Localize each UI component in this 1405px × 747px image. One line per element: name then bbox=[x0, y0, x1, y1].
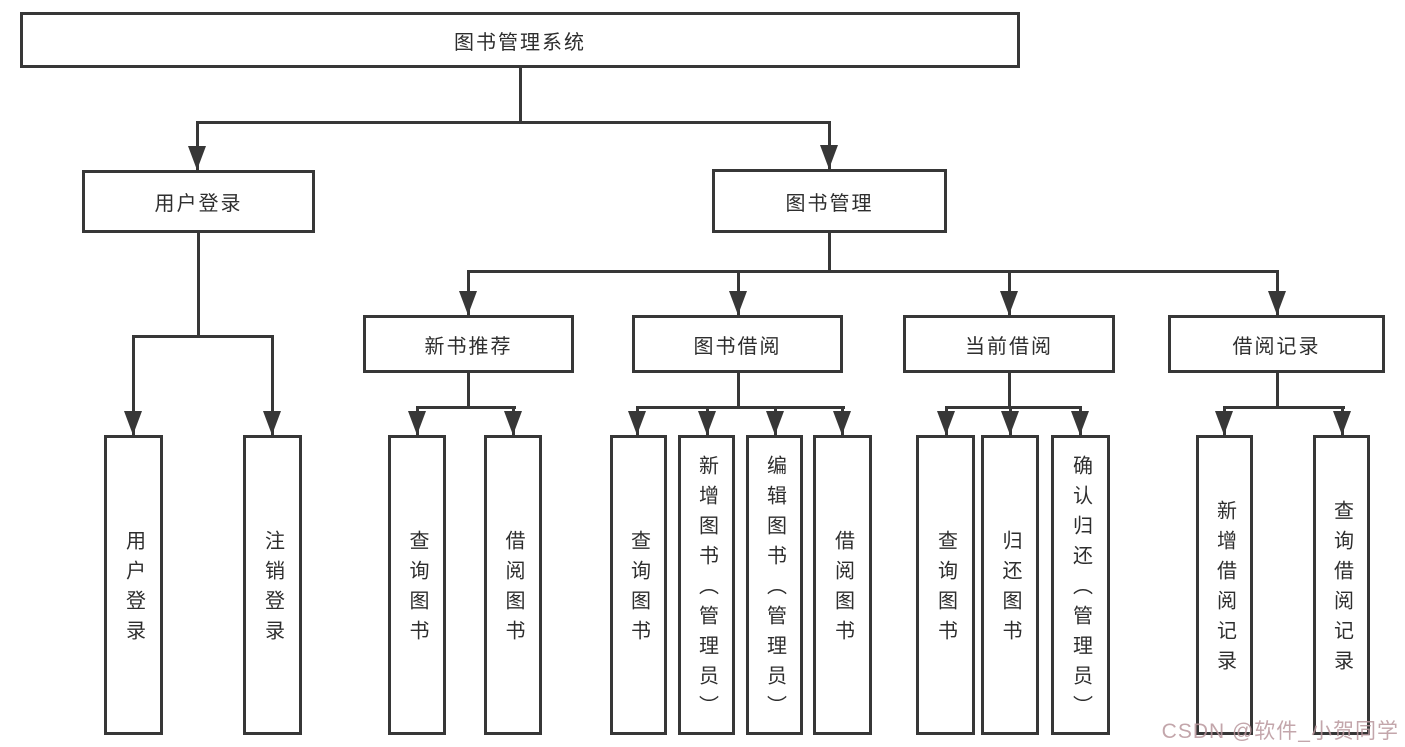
leaf-add-books-admin-label: 新增图书（管理员） bbox=[695, 455, 718, 725]
node-user-login-label: 用户登录 bbox=[154, 193, 243, 215]
arrowhead-down-icon bbox=[1268, 291, 1286, 315]
connector-recommend-stem bbox=[467, 373, 470, 409]
leaf-borrow-books-recommend: 借阅图书 bbox=[484, 435, 542, 735]
connector-borrowing-stem bbox=[737, 373, 740, 409]
arrowhead-down-icon bbox=[1000, 291, 1018, 315]
leaf-logout: 注销登录 bbox=[243, 435, 302, 735]
arrowhead-down-icon bbox=[1071, 411, 1089, 435]
arrowhead-down-icon bbox=[833, 411, 851, 435]
connector-current-stem bbox=[1008, 373, 1011, 409]
leaf-query-books-recommend: 查询图书 bbox=[388, 435, 446, 735]
connector-book-management-bar bbox=[467, 270, 1279, 273]
arrowhead-down-icon bbox=[263, 411, 281, 435]
connector-book-management-stem bbox=[828, 233, 831, 273]
node-user-login: 用户登录 bbox=[82, 170, 315, 233]
leaf-query-borrow-record: 查询借阅记录 bbox=[1313, 435, 1370, 735]
arrowhead-down-icon bbox=[729, 291, 747, 315]
arrowhead-down-icon bbox=[1333, 411, 1351, 435]
arrowhead-down-icon bbox=[1001, 411, 1019, 435]
node-book-management-label: 图书管理 bbox=[785, 192, 874, 215]
arrowhead-down-icon bbox=[937, 411, 955, 435]
arrowhead-down-icon bbox=[628, 411, 646, 435]
leaf-query-books-borrowing: 查询图书 bbox=[610, 435, 667, 735]
node-new-book-recommend-label: 新书推荐 bbox=[424, 335, 513, 358]
connector-root-stem bbox=[519, 68, 522, 124]
node-root: 图书管理系统 bbox=[20, 12, 1020, 68]
node-borrowing-records-label: 借阅记录 bbox=[1232, 335, 1321, 358]
leaf-edit-books-admin: 编辑图书（管理员） bbox=[746, 435, 803, 735]
leaf-query-books-borrowing-label: 查询图书 bbox=[627, 530, 650, 650]
connector-to-leaf-logout bbox=[271, 335, 274, 435]
leaf-query-books-recommend-label: 查询图书 bbox=[406, 530, 428, 650]
node-current-borrowing: 当前借阅 bbox=[903, 315, 1115, 373]
connector-records-bar bbox=[1223, 406, 1345, 409]
node-current-borrowing-label: 当前借阅 bbox=[965, 335, 1053, 358]
leaf-edit-books-admin-label: 编辑图书（管理员） bbox=[763, 455, 786, 725]
leaf-user-login-label: 用户登录 bbox=[122, 530, 145, 650]
leaf-borrow-books-borrowing-label: 借阅图书 bbox=[831, 530, 854, 650]
connector-user-login-bar bbox=[132, 335, 274, 338]
leaf-query-books-current-label: 查询图书 bbox=[934, 530, 957, 650]
leaf-add-books-admin: 新增图书（管理员） bbox=[678, 435, 735, 735]
leaf-return-books-label: 归还图书 bbox=[999, 530, 1021, 650]
connector-recommend-bar bbox=[416, 406, 516, 409]
arrowhead-down-icon bbox=[766, 411, 784, 435]
leaf-query-books-current: 查询图书 bbox=[916, 435, 975, 735]
leaf-borrow-books-borrowing: 借阅图书 bbox=[813, 435, 872, 735]
connector-records-stem bbox=[1276, 373, 1279, 409]
leaf-logout-label: 注销登录 bbox=[261, 530, 284, 650]
leaf-user-login: 用户登录 bbox=[104, 435, 163, 735]
node-book-management: 图书管理 bbox=[712, 169, 947, 233]
arrowhead-down-icon bbox=[504, 411, 522, 435]
connector-borrowing-bar bbox=[636, 406, 845, 409]
leaf-add-borrow-record-label: 新增借阅记录 bbox=[1213, 500, 1236, 680]
node-book-borrowing: 图书借阅 bbox=[632, 315, 843, 373]
csdn-watermark: CSDN @软件_小贺同学 bbox=[1161, 720, 1399, 743]
leaf-confirm-return-admin: 确认归还（管理员） bbox=[1051, 435, 1110, 735]
connector-current-bar bbox=[945, 406, 1082, 409]
node-book-borrowing-label: 图书借阅 bbox=[693, 335, 782, 358]
arrowhead-down-icon bbox=[820, 145, 838, 169]
arrowhead-down-icon bbox=[188, 146, 206, 170]
arrowhead-down-icon bbox=[698, 411, 716, 435]
leaf-confirm-return-admin-label: 确认归还（管理员） bbox=[1069, 455, 1092, 725]
arrowhead-down-icon bbox=[408, 411, 426, 435]
node-borrowing-records: 借阅记录 bbox=[1168, 315, 1385, 373]
arrowhead-down-icon bbox=[1215, 411, 1233, 435]
connector-to-user-login bbox=[196, 121, 199, 170]
leaf-borrow-books-recommend-label: 借阅图书 bbox=[502, 530, 524, 650]
connector-root-bar bbox=[196, 121, 830, 124]
leaf-return-books: 归还图书 bbox=[981, 435, 1039, 735]
leaf-add-borrow-record: 新增借阅记录 bbox=[1196, 435, 1253, 735]
leaf-query-borrow-record-label: 查询借阅记录 bbox=[1330, 500, 1353, 680]
node-new-book-recommend: 新书推荐 bbox=[363, 315, 574, 373]
connector-to-leaf-user-login bbox=[132, 335, 135, 435]
arrowhead-down-icon bbox=[459, 291, 477, 315]
arrowhead-down-icon bbox=[124, 411, 142, 435]
node-root-label: 图书管理系统 bbox=[454, 31, 586, 54]
connector-user-login-stem bbox=[197, 233, 200, 338]
